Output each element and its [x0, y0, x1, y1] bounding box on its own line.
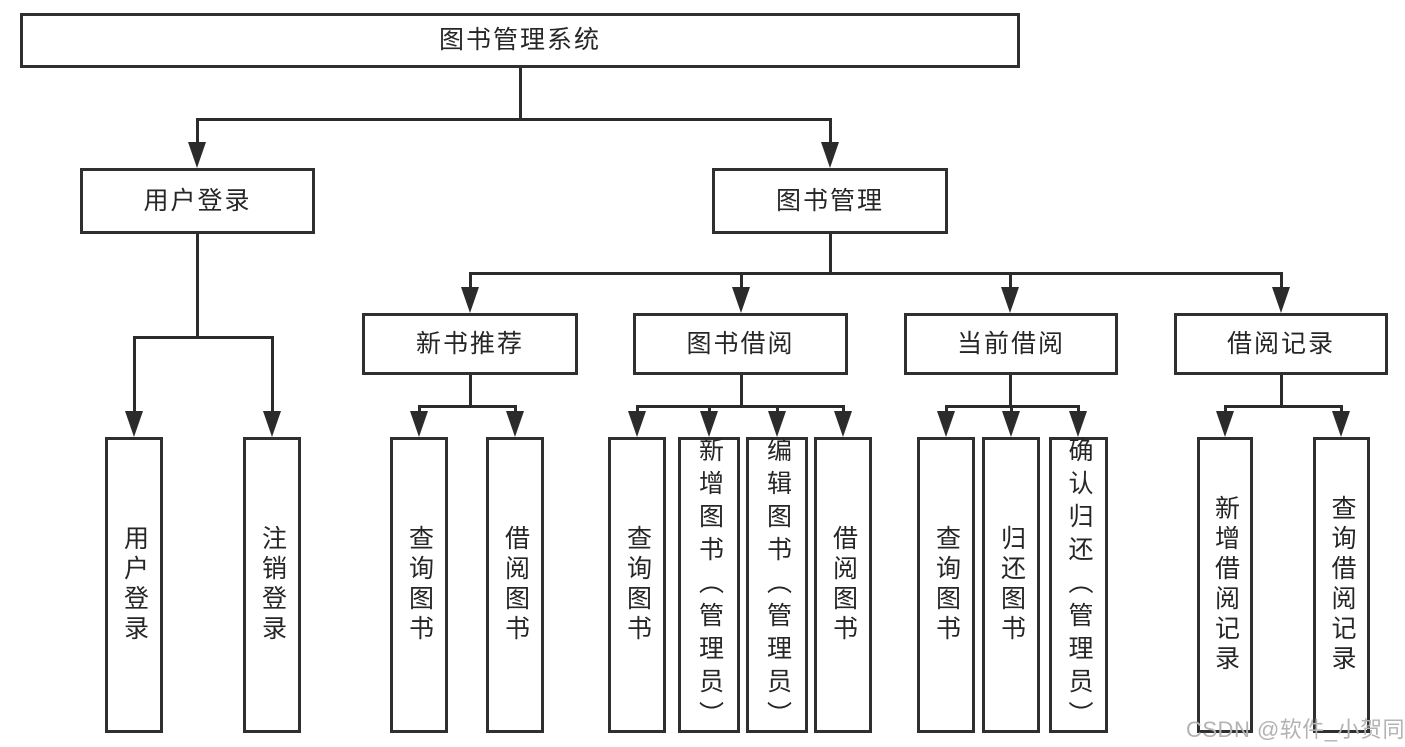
arrow-down-icon: [1069, 411, 1087, 437]
arrow-down-icon: [1001, 287, 1019, 313]
node-query-books-borrow: 查询图书: [608, 437, 666, 733]
connector-vline: [841, 405, 845, 415]
node-return-books: 归还图书: [982, 437, 1040, 733]
node-query-borrow-record: 查询借阅记录: [1313, 437, 1370, 733]
node-label: 归还图书: [997, 525, 1026, 645]
node-label: 图书管理系统: [438, 26, 601, 54]
arrow-down-icon: [768, 411, 786, 437]
node-logout: 注销登录: [243, 437, 301, 733]
node-label: 新增图书（管理员）: [695, 436, 724, 734]
node-library-system: 图书管理系统: [20, 13, 1020, 68]
arrow-down-icon: [1002, 411, 1020, 437]
node-book-borrowing: 图书借阅: [633, 313, 848, 375]
node-label: 新书推荐: [415, 329, 524, 358]
arrow-down-icon: [506, 411, 524, 437]
node-label: 借阅图书: [501, 525, 530, 645]
arrow-down-icon: [1332, 411, 1350, 437]
arrow-down-icon: [732, 287, 750, 313]
node-label: 查询图书: [623, 525, 652, 645]
node-label: 查询借阅记录: [1328, 495, 1356, 675]
connector-vline: [944, 405, 948, 415]
node-borrow-books-recommend: 借阅图书: [486, 437, 544, 733]
arrow-down-icon: [410, 411, 428, 437]
node-label: 图书借阅: [686, 329, 795, 358]
arrow-down-icon: [834, 411, 852, 437]
connector-hline: [468, 272, 1283, 275]
node-label: 用户登录: [143, 186, 252, 215]
node-add-borrow-record: 新增借阅记录: [1197, 437, 1253, 733]
node-confirm-return-admin: 确认归还（管理员）: [1049, 436, 1108, 734]
connector-vline: [775, 405, 779, 415]
arrow-down-icon: [1216, 411, 1234, 437]
arrow-down-icon: [628, 411, 646, 437]
arrow-down-icon: [937, 411, 955, 437]
connector-vline: [1008, 375, 1012, 408]
connector-hline: [132, 336, 274, 339]
arrow-down-icon: [1272, 287, 1290, 313]
connector-vline: [195, 118, 199, 146]
node-label: 查询图书: [405, 525, 434, 645]
connector-vline: [1279, 375, 1283, 408]
connector-vline: [132, 336, 136, 415]
node-current-borrowing: 当前借阅: [904, 313, 1118, 375]
connector-vline: [1279, 272, 1283, 291]
connector-vline: [1223, 405, 1227, 415]
connector-vline: [1009, 405, 1013, 415]
arrow-down-icon: [125, 411, 143, 437]
arrow-down-icon: [263, 411, 281, 437]
connector-hline: [635, 405, 845, 408]
node-new-book-recommend: 新书推荐: [362, 313, 578, 375]
connector-vline: [195, 234, 199, 339]
node-label: 新增借阅记录: [1211, 495, 1240, 675]
node-user-login-leaf: 用户登录: [105, 437, 163, 733]
node-label: 确认归还（管理员）: [1065, 436, 1093, 734]
connector-hline: [417, 405, 517, 408]
node-label: 借阅图书: [829, 525, 858, 645]
connector-vline: [828, 118, 832, 146]
node-borrowing-records: 借阅记录: [1174, 313, 1388, 375]
connector-vline: [518, 68, 522, 121]
connector-vline: [828, 234, 832, 275]
node-user-login: 用户登录: [80, 168, 315, 234]
connector-vline: [739, 375, 743, 408]
node-label: 借阅记录: [1226, 329, 1335, 358]
node-label: 当前借阅: [956, 329, 1065, 358]
node-label: 查询图书: [932, 525, 961, 645]
connector-hline: [1223, 405, 1343, 408]
node-add-books-admin: 新增图书（管理员）: [678, 436, 740, 734]
node-edit-books-admin: 编辑图书（管理员）: [746, 436, 808, 734]
connector-vline: [468, 272, 472, 291]
connector-vline: [417, 405, 421, 415]
connector-vline: [513, 405, 517, 415]
connector-vline: [707, 405, 711, 415]
connector-vline: [1076, 405, 1080, 415]
arrow-down-icon: [461, 287, 479, 313]
node-label: 注销登录: [258, 525, 287, 645]
node-query-books-current: 查询图书: [917, 437, 975, 733]
node-label: 图书管理: [775, 186, 884, 215]
node-book-management: 图书管理: [712, 168, 948, 234]
connector-vline: [635, 405, 639, 415]
arrow-down-icon: [700, 411, 718, 437]
connector-vline: [739, 272, 743, 291]
node-label: 用户登录: [120, 525, 149, 645]
connector-hline: [195, 118, 832, 121]
csdn-watermark: CSDN @软件_小贺同学: [1186, 717, 1405, 742]
connector-vline: [1339, 405, 1343, 415]
node-query-books-recommend: 查询图书: [390, 437, 448, 733]
arrow-down-icon: [821, 142, 839, 168]
node-borrow-books-leaf: 借阅图书: [814, 437, 872, 733]
node-label: 编辑图书（管理员）: [763, 436, 792, 734]
connector-vline: [468, 375, 472, 408]
connector-vline: [270, 336, 274, 415]
arrow-down-icon: [188, 142, 206, 168]
connector-vline: [1008, 272, 1012, 291]
